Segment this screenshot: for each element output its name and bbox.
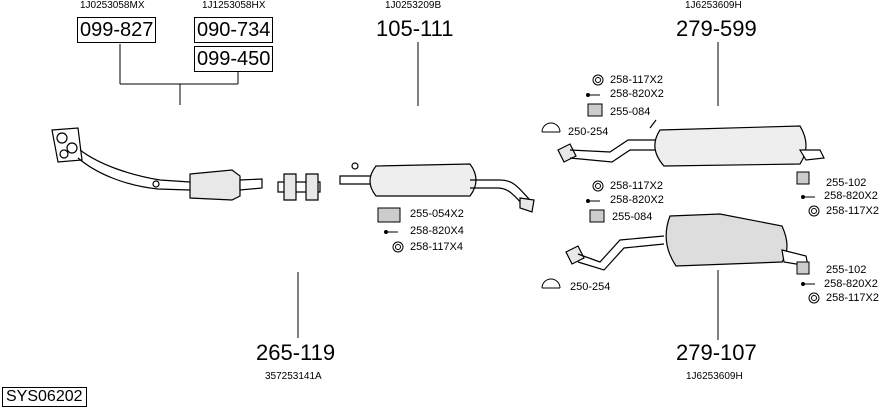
part-number-box-p1[interactable]: 099-827: [77, 17, 157, 43]
part-number-front-pipe[interactable]: 105-111: [376, 16, 454, 41]
fitting-label[interactable]: 255-084: [610, 106, 651, 118]
fitting-label[interactable]: 250-254: [568, 126, 609, 138]
fitting-label[interactable]: 258-820X2: [610, 194, 664, 206]
part-number-box-p3[interactable]: 099-450: [194, 46, 274, 72]
fitting-label[interactable]: 258-117X2: [826, 205, 880, 217]
manifold-catalyst-part: [51, 127, 263, 201]
part-number-rear-lower[interactable]: 279-107: [676, 340, 757, 365]
fitting-label[interactable]: 255-102: [826, 177, 867, 189]
fitting-label[interactable]: 255-054X2: [410, 208, 464, 220]
front-pipe-part: [339, 162, 535, 213]
oe-number-manifold-2: 1J1253058HX: [202, 0, 266, 11]
oe-number-front-pipe: 1J0253209B: [385, 0, 442, 11]
oe-number-rear-upper: 1J6253609H: [685, 0, 742, 11]
oe-number-rear-lower: 1J6253609H: [686, 371, 743, 382]
part-number-middle[interactable]: 265-119: [256, 340, 336, 365]
fitting-label[interactable]: 258-820X2: [610, 88, 664, 100]
oe-number-manifold-1: 1J0253058MX: [80, 0, 145, 11]
fitting-label[interactable]: 250-254: [570, 281, 611, 293]
fitting-label[interactable]: 258-117X2: [610, 74, 664, 86]
rear-muffler-upper-part: [557, 119, 825, 167]
fitting-label[interactable]: 258-117X2: [826, 292, 880, 304]
rear-muffler-lower-part: [565, 213, 809, 271]
fitting-label[interactable]: 258-117X2: [610, 180, 664, 192]
fitting-label[interactable]: 255-102: [826, 264, 867, 276]
fitting-label[interactable]: 258-820X4: [410, 225, 464, 237]
oe-number-middle: 357253141A: [265, 371, 322, 382]
fitting-icons-rear-lower: [541, 261, 820, 304]
fitting-label[interactable]: 258-117X4: [410, 241, 464, 253]
diagram-id-label: SYS06202: [2, 387, 87, 407]
fitting-icons-front: [377, 207, 404, 253]
fitting-label[interactable]: 258-820X2: [824, 278, 878, 290]
fitting-label[interactable]: 258-820X2: [824, 190, 878, 202]
part-number-box-p2[interactable]: 090-734: [194, 17, 274, 43]
part-number-rear-upper[interactable]: 279-599: [676, 16, 757, 41]
fitting-icons-rear-upper: [541, 74, 820, 223]
middle-connector-part: [277, 173, 321, 201]
fitting-label[interactable]: 255-084: [612, 211, 653, 223]
